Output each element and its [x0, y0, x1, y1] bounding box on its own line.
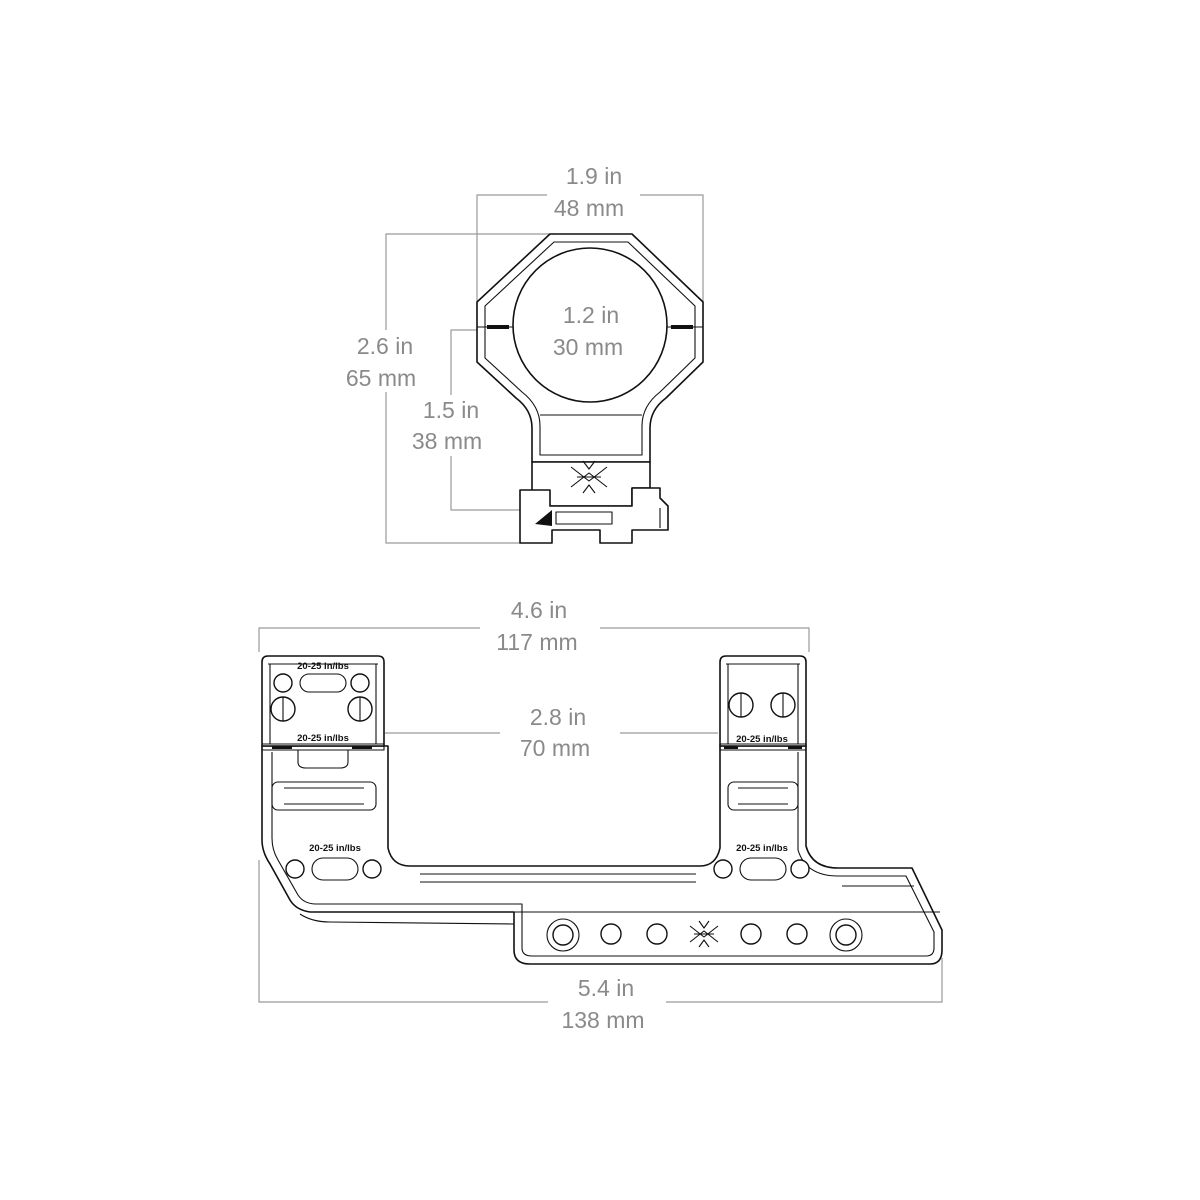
- rail-hole-outer-left-inner: [552, 924, 574, 946]
- front-ring-lower-slot: [271, 781, 377, 811]
- center-height-metric-label: 38 mm: [412, 428, 482, 454]
- total-length-dimension-line-right: [666, 958, 943, 1003]
- front-ring-cap-screw-right: [350, 673, 370, 693]
- mount-underside-bevel: [299, 913, 515, 925]
- front-ring-side: [261, 655, 385, 881]
- rail-hole-4: [786, 923, 808, 945]
- axis-star-logo-icon: [689, 920, 719, 948]
- ring-diameter-metric-label: 30 mm: [553, 334, 623, 360]
- ring-inner-bevel: [484, 241, 696, 456]
- height-metric-label: 65 mm: [346, 365, 416, 391]
- front-ring-split-band: [261, 743, 385, 751]
- rail-hole-3: [740, 923, 762, 945]
- height-imperial-label: 2.6 in: [357, 333, 413, 359]
- rear-base-screw-right: [790, 859, 810, 879]
- front-base-screw-right: [362, 859, 382, 879]
- ring-bore: [512, 247, 668, 403]
- rear-cap-torque-label: 20-25 in/lbs: [736, 734, 788, 745]
- width-dimension-line: [476, 194, 547, 318]
- width-metric-label: 48 mm: [554, 195, 624, 221]
- center-height-imperial-label: 1.5 in: [423, 397, 479, 423]
- front-ring-split-left: [272, 746, 292, 749]
- front-base-slot: [311, 857, 359, 881]
- ring-spread-imperial-label: 4.6 in: [511, 597, 567, 623]
- ring-diameter-imperial-label: 1.2 in: [563, 302, 619, 328]
- ring-spacing-imperial-label: 2.8 in: [530, 704, 586, 730]
- rear-ring-side: [713, 655, 810, 881]
- front-cap-top-torque-label: 20-25 in/lbs: [297, 661, 349, 672]
- rail-hole-outer-left: [546, 918, 580, 952]
- rear-base-screw-left: [713, 859, 733, 879]
- rear-base-slot: [739, 857, 787, 881]
- width-imperial-label: 1.9 in: [566, 163, 622, 189]
- rail-features: [546, 918, 863, 952]
- rear-base-torque-label: 20-25 in/lbs: [736, 843, 788, 854]
- mount-body-inner-contour: [271, 752, 935, 957]
- side-view: 20-25 in/lbs 20-25 in/lbs 20-25 in/lbs 2…: [258, 597, 943, 1033]
- rail-hole-outer-right-inner: [835, 924, 857, 946]
- front-ring: [476, 233, 704, 463]
- ring-spread-metric-label: 117 mm: [496, 629, 577, 655]
- rail-hole-outer-right: [829, 918, 863, 952]
- clamp-bolt: [555, 511, 613, 525]
- ring-spread-dimension-line-right: [600, 627, 810, 652]
- height-dimension-line-lower: [385, 392, 520, 544]
- mount-body: [261, 745, 943, 965]
- axis-star-logo-icon: [570, 460, 608, 494]
- height-dimension-line: [385, 233, 555, 330]
- ring-gap-left: [487, 325, 509, 329]
- front-ring-slot: [299, 673, 347, 693]
- rail-hole-2: [646, 923, 668, 945]
- clamp-body: [519, 487, 669, 544]
- rear-ring-split-left: [724, 746, 738, 749]
- ring-spread-dimension-line: [258, 627, 480, 652]
- front-ring-split-right: [352, 746, 372, 749]
- rear-ring-split-right: [788, 746, 802, 749]
- width-dimension-line-right: [640, 194, 704, 318]
- front-ring-recoil-lug: [297, 750, 349, 769]
- center-height-dimension-line-lower: [450, 456, 520, 511]
- total-length-metric-label: 138 mm: [561, 1007, 644, 1033]
- front-ring-cap-screw-left: [273, 673, 293, 693]
- rail-hole-1: [600, 923, 622, 945]
- front-base-torque-label: 20-25 in/lbs: [309, 843, 361, 854]
- rear-ring-split-band: [719, 743, 807, 751]
- ring-gap-right: [671, 325, 693, 329]
- front-view: 1.9 in 48 mm 2.6 in 65 mm 1.2 in 30 mm 1…: [346, 163, 704, 544]
- front-base-screw-left: [285, 859, 305, 879]
- total-length-imperial-label: 5.4 in: [578, 975, 634, 1001]
- ring-spacing-metric-label: 70 mm: [520, 735, 590, 761]
- clamp-jaw-teeth: [535, 510, 552, 526]
- total-length-dimension-line: [258, 860, 548, 1003]
- rear-ring-lower-slot: [727, 781, 799, 811]
- front-dimension-lines: [385, 194, 704, 544]
- side-dimension-lines: [258, 627, 943, 1003]
- front-cap-bottom-torque-label: 20-25 in/lbs: [297, 733, 349, 744]
- front-base: [519, 460, 669, 544]
